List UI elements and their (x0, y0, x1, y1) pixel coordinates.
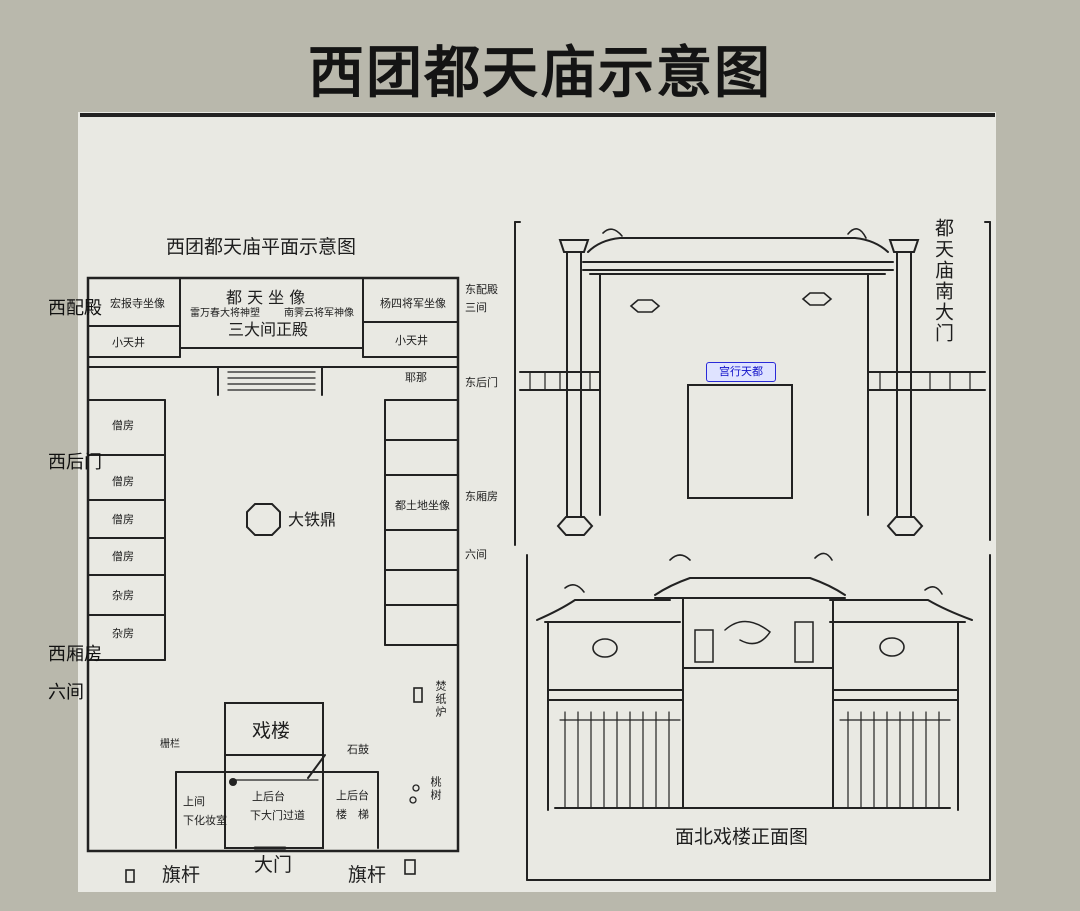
burner-icon (413, 687, 423, 703)
flagpole-right-label: 旗杆 (348, 864, 387, 886)
east-wing-rooms: 六间 (465, 548, 487, 561)
cauldron-label: 大铁鼎 (288, 510, 337, 529)
flagpole-left-label: 旗杆 (162, 864, 201, 886)
burner-label: 焚纸炉 (434, 680, 447, 719)
page-title: 西团都天庙示意图 (308, 41, 772, 106)
west-room-1: 僧房 (112, 419, 134, 432)
west-wing-rooms: 六间 (48, 682, 84, 703)
stage-left-room-2: 下化妆室 (183, 814, 227, 827)
stage-right-1: 上后台 (336, 789, 369, 802)
east-side-hall-statue: 杨四将军坐像 (380, 297, 446, 310)
stage-right-2: 楼 梯 (336, 808, 369, 821)
stage-center-2: 下大门过道 (250, 809, 305, 822)
east-back-gate-label: 东后门 (465, 376, 498, 389)
gate-plaque: 宫行天都 (706, 362, 776, 382)
stage-left-room-1: 上间 (183, 795, 205, 808)
earth-god-label: 都土地坐像 (395, 499, 450, 512)
south-gate-drawing (514, 221, 991, 546)
west-side-hall-yard: 小天井 (112, 336, 145, 349)
west-room-2: 僧房 (112, 475, 134, 488)
stage-front-railing (559, 711, 951, 809)
gate-label: 大门 (254, 854, 293, 876)
top-rule (80, 113, 995, 117)
west-wing-label: 西厢房 (48, 644, 102, 665)
west-room-3: 僧房 (112, 513, 134, 526)
south-gate-title: 都天庙南大门 (932, 218, 954, 344)
stage-dot (229, 778, 237, 786)
main-hall-left-statue: 雷万春大将神塑 (190, 308, 260, 319)
main-hall-title: 都 天 坐 像 (226, 288, 306, 307)
east-side-hall-label: 东配殿 (465, 283, 498, 296)
cauldron-icon (246, 503, 281, 536)
west-room-5: 杂房 (112, 589, 134, 602)
stage-railing-label: 栅栏 (160, 739, 180, 750)
stone-drum-label: 石鼓 (347, 743, 369, 756)
tree-icon-1 (412, 784, 420, 792)
courtyard-sign: 耶那 (405, 371, 427, 384)
stage-center-1: 上后台 (252, 790, 285, 803)
stage-name: 戏楼 (252, 720, 291, 742)
south-gate-railing (529, 371, 971, 391)
main-hall-right-statue: 南霁云将军神像 (284, 308, 354, 319)
east-side-hall-yard: 小天井 (395, 334, 428, 347)
flagpole-left-icon (125, 869, 135, 883)
east-wing-label: 东厢房 (465, 490, 498, 503)
flagpole-right-icon (404, 859, 416, 875)
west-room-4: 僧房 (112, 550, 134, 563)
main-hall-name: 三大间正殿 (228, 320, 309, 339)
west-side-hall-statue: 宏报寺坐像 (110, 297, 165, 310)
west-back-gate-label: 西后门 (48, 452, 102, 473)
east-side-hall-rooms: 三间 (465, 301, 487, 314)
peach-tree-label: 桃树 (429, 776, 442, 802)
west-side-hall-label: 西配殿 (48, 298, 102, 319)
plan-heading: 西团都天庙平面示意图 (166, 236, 357, 258)
paper-scan (78, 112, 996, 892)
stage-front-title: 面北戏楼正面图 (675, 826, 809, 848)
west-room-6: 杂房 (112, 627, 134, 640)
stage-front-drawing (526, 552, 991, 881)
tree-icon-2 (409, 796, 417, 804)
plan-walls (86, 276, 460, 853)
